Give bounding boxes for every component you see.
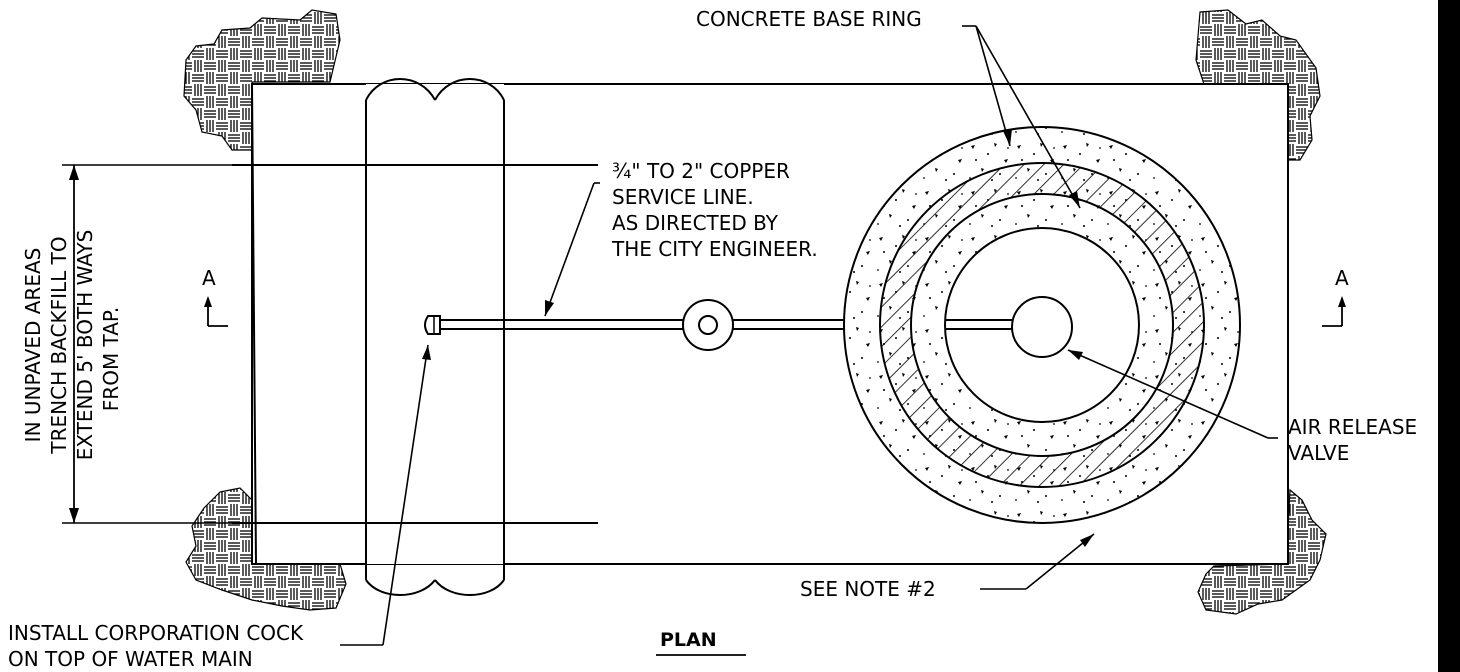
section-marker-left: A bbox=[202, 266, 228, 327]
svg-text:SERVICE LINE.: SERVICE LINE. bbox=[612, 185, 754, 209]
leader-corporation-cock bbox=[340, 344, 431, 646]
corporation-cock bbox=[424, 315, 441, 335]
svg-text:A: A bbox=[202, 266, 216, 290]
air-release-valve bbox=[1011, 296, 1073, 358]
svg-text:VALVE: VALVE bbox=[1288, 441, 1349, 465]
curb-stop bbox=[682, 299, 734, 351]
svg-text:¾" TO 2" COPPER: ¾" TO 2" COPPER bbox=[612, 159, 790, 183]
svg-text:ON TOP OF WATER MAIN: ON TOP OF WATER MAIN bbox=[8, 647, 253, 671]
backfill-dimension-line bbox=[62, 164, 232, 524]
leader-service-line bbox=[544, 182, 600, 317]
label-backfill-note: IN UNPAVED AREAS TRENCH BACKFILL TO EXTE… bbox=[21, 230, 123, 461]
water-main-pipe bbox=[365, 78, 505, 596]
svg-text:PLAN: PLAN bbox=[660, 629, 717, 651]
label-service-line: ¾" TO 2" COPPER SERVICE LINE. AS DIRECTE… bbox=[611, 159, 818, 261]
svg-text:THE CITY ENGINEER.: THE CITY ENGINEER. bbox=[611, 237, 818, 261]
soil-corner-bottom-right bbox=[1197, 488, 1327, 615]
label-concrete-base-ring: CONCRETE BASE RING bbox=[696, 7, 922, 31]
leader-concrete-base-ring bbox=[962, 25, 1081, 209]
plan-title: PLAN bbox=[656, 629, 746, 656]
svg-text:A: A bbox=[1335, 266, 1349, 290]
label-air-release-valve: AIR RELEASE VALVE bbox=[1288, 415, 1417, 465]
label-corporation-cock: INSTALL CORPORATION COCK ON TOP OF WATER… bbox=[8, 621, 304, 671]
svg-text:INSTALL CORPORATION COCK: INSTALL CORPORATION COCK bbox=[8, 621, 304, 645]
label-see-note: SEE NOTE #2 bbox=[800, 577, 936, 601]
svg-text:TRENCH BACKFILL TO: TRENCH BACKFILL TO bbox=[47, 236, 71, 454]
section-marker-right: A bbox=[1322, 266, 1349, 327]
svg-text:AIR RELEASE: AIR RELEASE bbox=[1288, 415, 1417, 439]
soil-corner-top-left bbox=[183, 9, 341, 151]
svg-text:IN UNPAVED AREAS: IN UNPAVED AREAS bbox=[21, 248, 45, 443]
svg-text:FROM TAP.: FROM TAP. bbox=[99, 307, 123, 411]
sheet-border bbox=[1438, 0, 1460, 672]
leader-air-release-valve bbox=[1067, 349, 1278, 439]
svg-text:EXTEND 5' BOTH WAYS: EXTEND 5' BOTH WAYS bbox=[73, 230, 97, 461]
leader-see-note bbox=[980, 533, 1095, 590]
svg-text:AS DIRECTED BY: AS DIRECTED BY bbox=[612, 211, 779, 235]
